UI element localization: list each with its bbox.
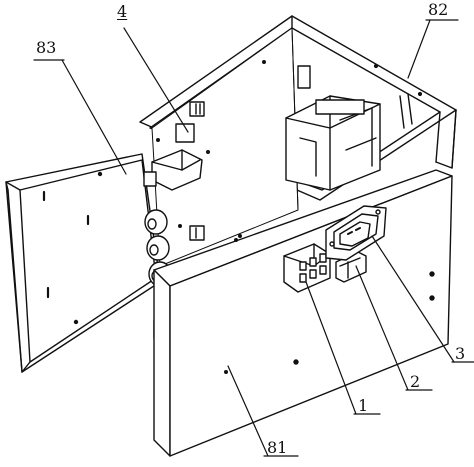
front-panel <box>153 169 453 457</box>
component-4-module <box>143 101 210 191</box>
label-83: 83 <box>36 38 57 57</box>
label-4: 4 <box>117 2 128 21</box>
label-2: 2 <box>410 372 421 391</box>
leader-lines <box>33 19 474 457</box>
transformer <box>285 65 413 191</box>
label-3: 3 <box>455 344 466 363</box>
label-82: 82 <box>428 0 449 19</box>
component-1-connector <box>283 243 331 293</box>
label-81: 81 <box>267 438 288 457</box>
left-door-panel <box>5 153 161 373</box>
label-1: 1 <box>358 396 369 415</box>
component-3-power-inlet <box>325 205 387 261</box>
